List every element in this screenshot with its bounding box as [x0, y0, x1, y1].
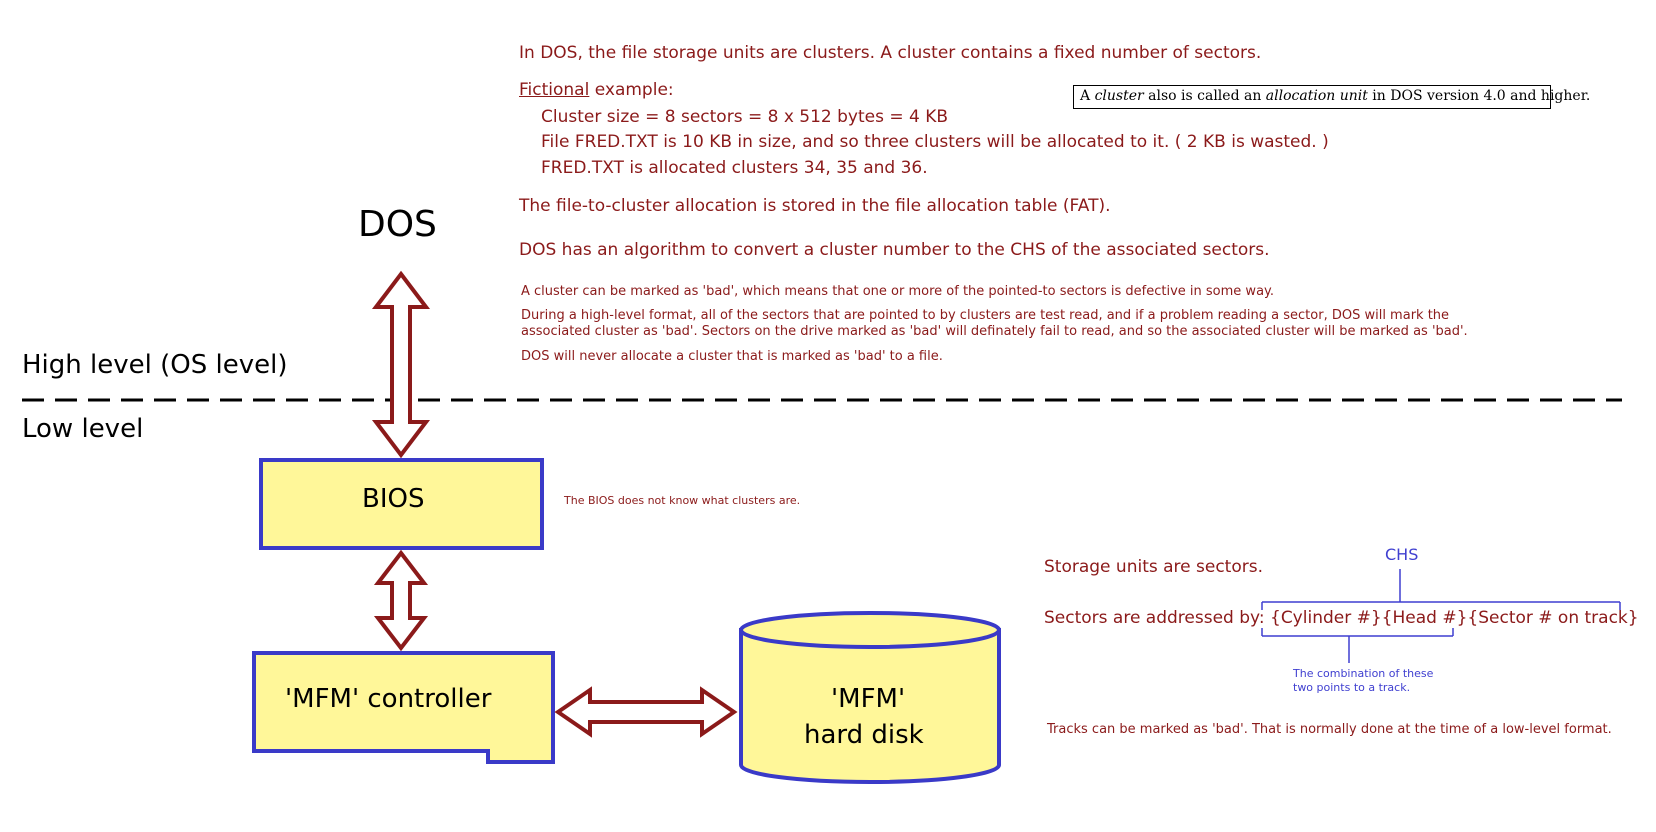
fictional-label: Fictional	[519, 80, 590, 100]
disk-label-line2: hard disk	[804, 720, 924, 750]
note-allocation-word: allocation unit	[1265, 88, 1368, 104]
controller-label: 'MFM' controller	[285, 684, 492, 714]
combination-text-2: two points to a track.	[1293, 681, 1411, 694]
chs-top-bracket	[1261, 569, 1621, 610]
example-label: example:	[589, 80, 674, 100]
example-line-2: File FRED.TXT is 10 KB in size, and so t…	[541, 132, 1329, 152]
example-line-3: FRED.TXT is allocated clusters 34, 35 an…	[541, 158, 928, 178]
chs-label: CHS	[1385, 545, 1419, 564]
disk-cylinder	[739, 628, 1001, 784]
bios-box	[259, 458, 544, 550]
high-level-label: High level (OS level)	[22, 350, 288, 380]
chs-bottom-bracket	[1261, 628, 1454, 663]
low-level-label: Low level	[22, 414, 144, 444]
note-suffix: in DOS version 4.0 and higher.	[1367, 88, 1591, 104]
example-line-1: Cluster size = 8 sectors = 8 x 512 bytes…	[541, 107, 949, 127]
bad-text-2a: During a high-level format, all of the s…	[521, 308, 1450, 323]
addressed-by-text: Sectors are addressed by: {Cylinder #}{H…	[1044, 608, 1639, 628]
dos-label: DOS	[358, 204, 437, 245]
bad-text-1: A cluster can be marked as 'bad', which …	[521, 284, 1275, 299]
addressed-by-label: Sectors are addressed by:	[1044, 608, 1265, 628]
controller-disk-arrow	[554, 686, 738, 738]
bad-text-2b: associated cluster as 'bad'. Sectors on …	[521, 324, 1468, 339]
note-prefix: A	[1080, 88, 1095, 104]
bios-label: BIOS	[362, 484, 425, 514]
bios-note: The BIOS does not know what clusters are…	[564, 494, 801, 507]
chs-head: {Head #}	[1381, 608, 1468, 628]
controller-box	[252, 651, 555, 764]
disk-label-line1: 'MFM'	[831, 684, 906, 714]
fat-text: The file-to-cluster allocation is stored…	[519, 196, 1111, 216]
example-heading: Fictional example:	[519, 80, 674, 100]
algorithm-text: DOS has an algorithm to convert a cluste…	[519, 240, 1270, 260]
allocation-unit-note: A cluster also is called an allocation u…	[1073, 85, 1590, 109]
note-cluster-word: cluster	[1094, 88, 1144, 104]
bad-text-3: DOS will never allocate a cluster that i…	[521, 349, 943, 364]
bios-controller-arrow	[373, 549, 429, 652]
intro-text: In DOS, the file storage units are clust…	[519, 43, 1262, 63]
tracks-bad-text: Tracks can be marked as 'bad'. That is n…	[1047, 722, 1612, 737]
storage-units-text: Storage units are sectors.	[1044, 557, 1263, 577]
dos-bios-arrow	[371, 270, 431, 459]
combination-text-1: The combination of these	[1293, 667, 1434, 680]
note-middle: also is called an	[1143, 88, 1266, 104]
disk-top	[739, 611, 1001, 649]
chs-cylinder: {Cylinder #}	[1270, 608, 1382, 628]
chs-sector: {Sector # on track}	[1467, 608, 1639, 628]
